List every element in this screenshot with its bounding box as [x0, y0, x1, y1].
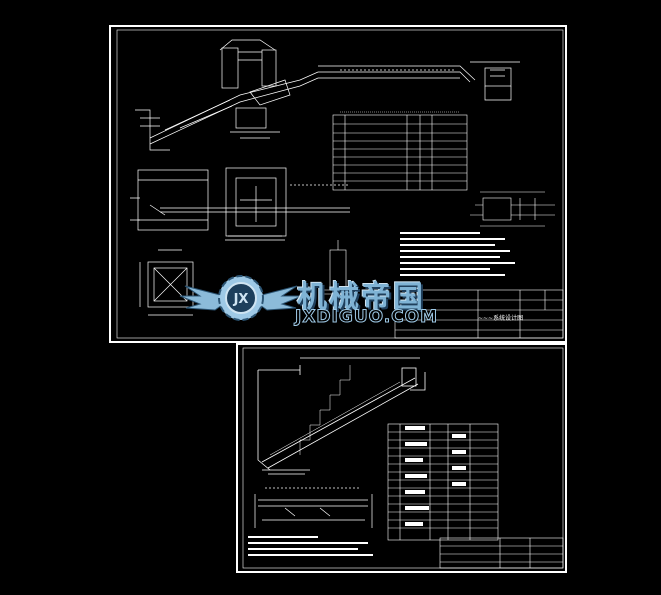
bom-table — [387, 423, 499, 541]
title-block-1 — [394, 289, 564, 339]
parts-table — [332, 111, 468, 191]
title-block-2 — [439, 537, 564, 569]
watermark-logo: JX — [179, 275, 303, 321]
column-detail — [322, 240, 354, 295]
notes-block-2 — [248, 536, 373, 556]
notes-block — [400, 232, 515, 276]
conveyor-elevation — [135, 39, 520, 151]
bottom-section — [254, 487, 373, 528]
foundation-plan — [139, 249, 194, 316]
watermark-title: 机械帝国 — [297, 280, 425, 315]
drawing-sheet-1 — [109, 25, 567, 343]
section-detail — [470, 191, 555, 227]
sheet-1-title: ~~~系统设计图 — [478, 315, 524, 322]
bom-fill — [405, 426, 466, 526]
left-wing-icon — [179, 285, 234, 311]
inclined-conveyor — [257, 357, 426, 475]
drawing-sheet-2 — [236, 343, 567, 573]
plan-view — [130, 167, 350, 241]
watermark-subtitle: JXDIGUO.COM — [294, 307, 439, 328]
badge-text: JX — [233, 292, 249, 307]
